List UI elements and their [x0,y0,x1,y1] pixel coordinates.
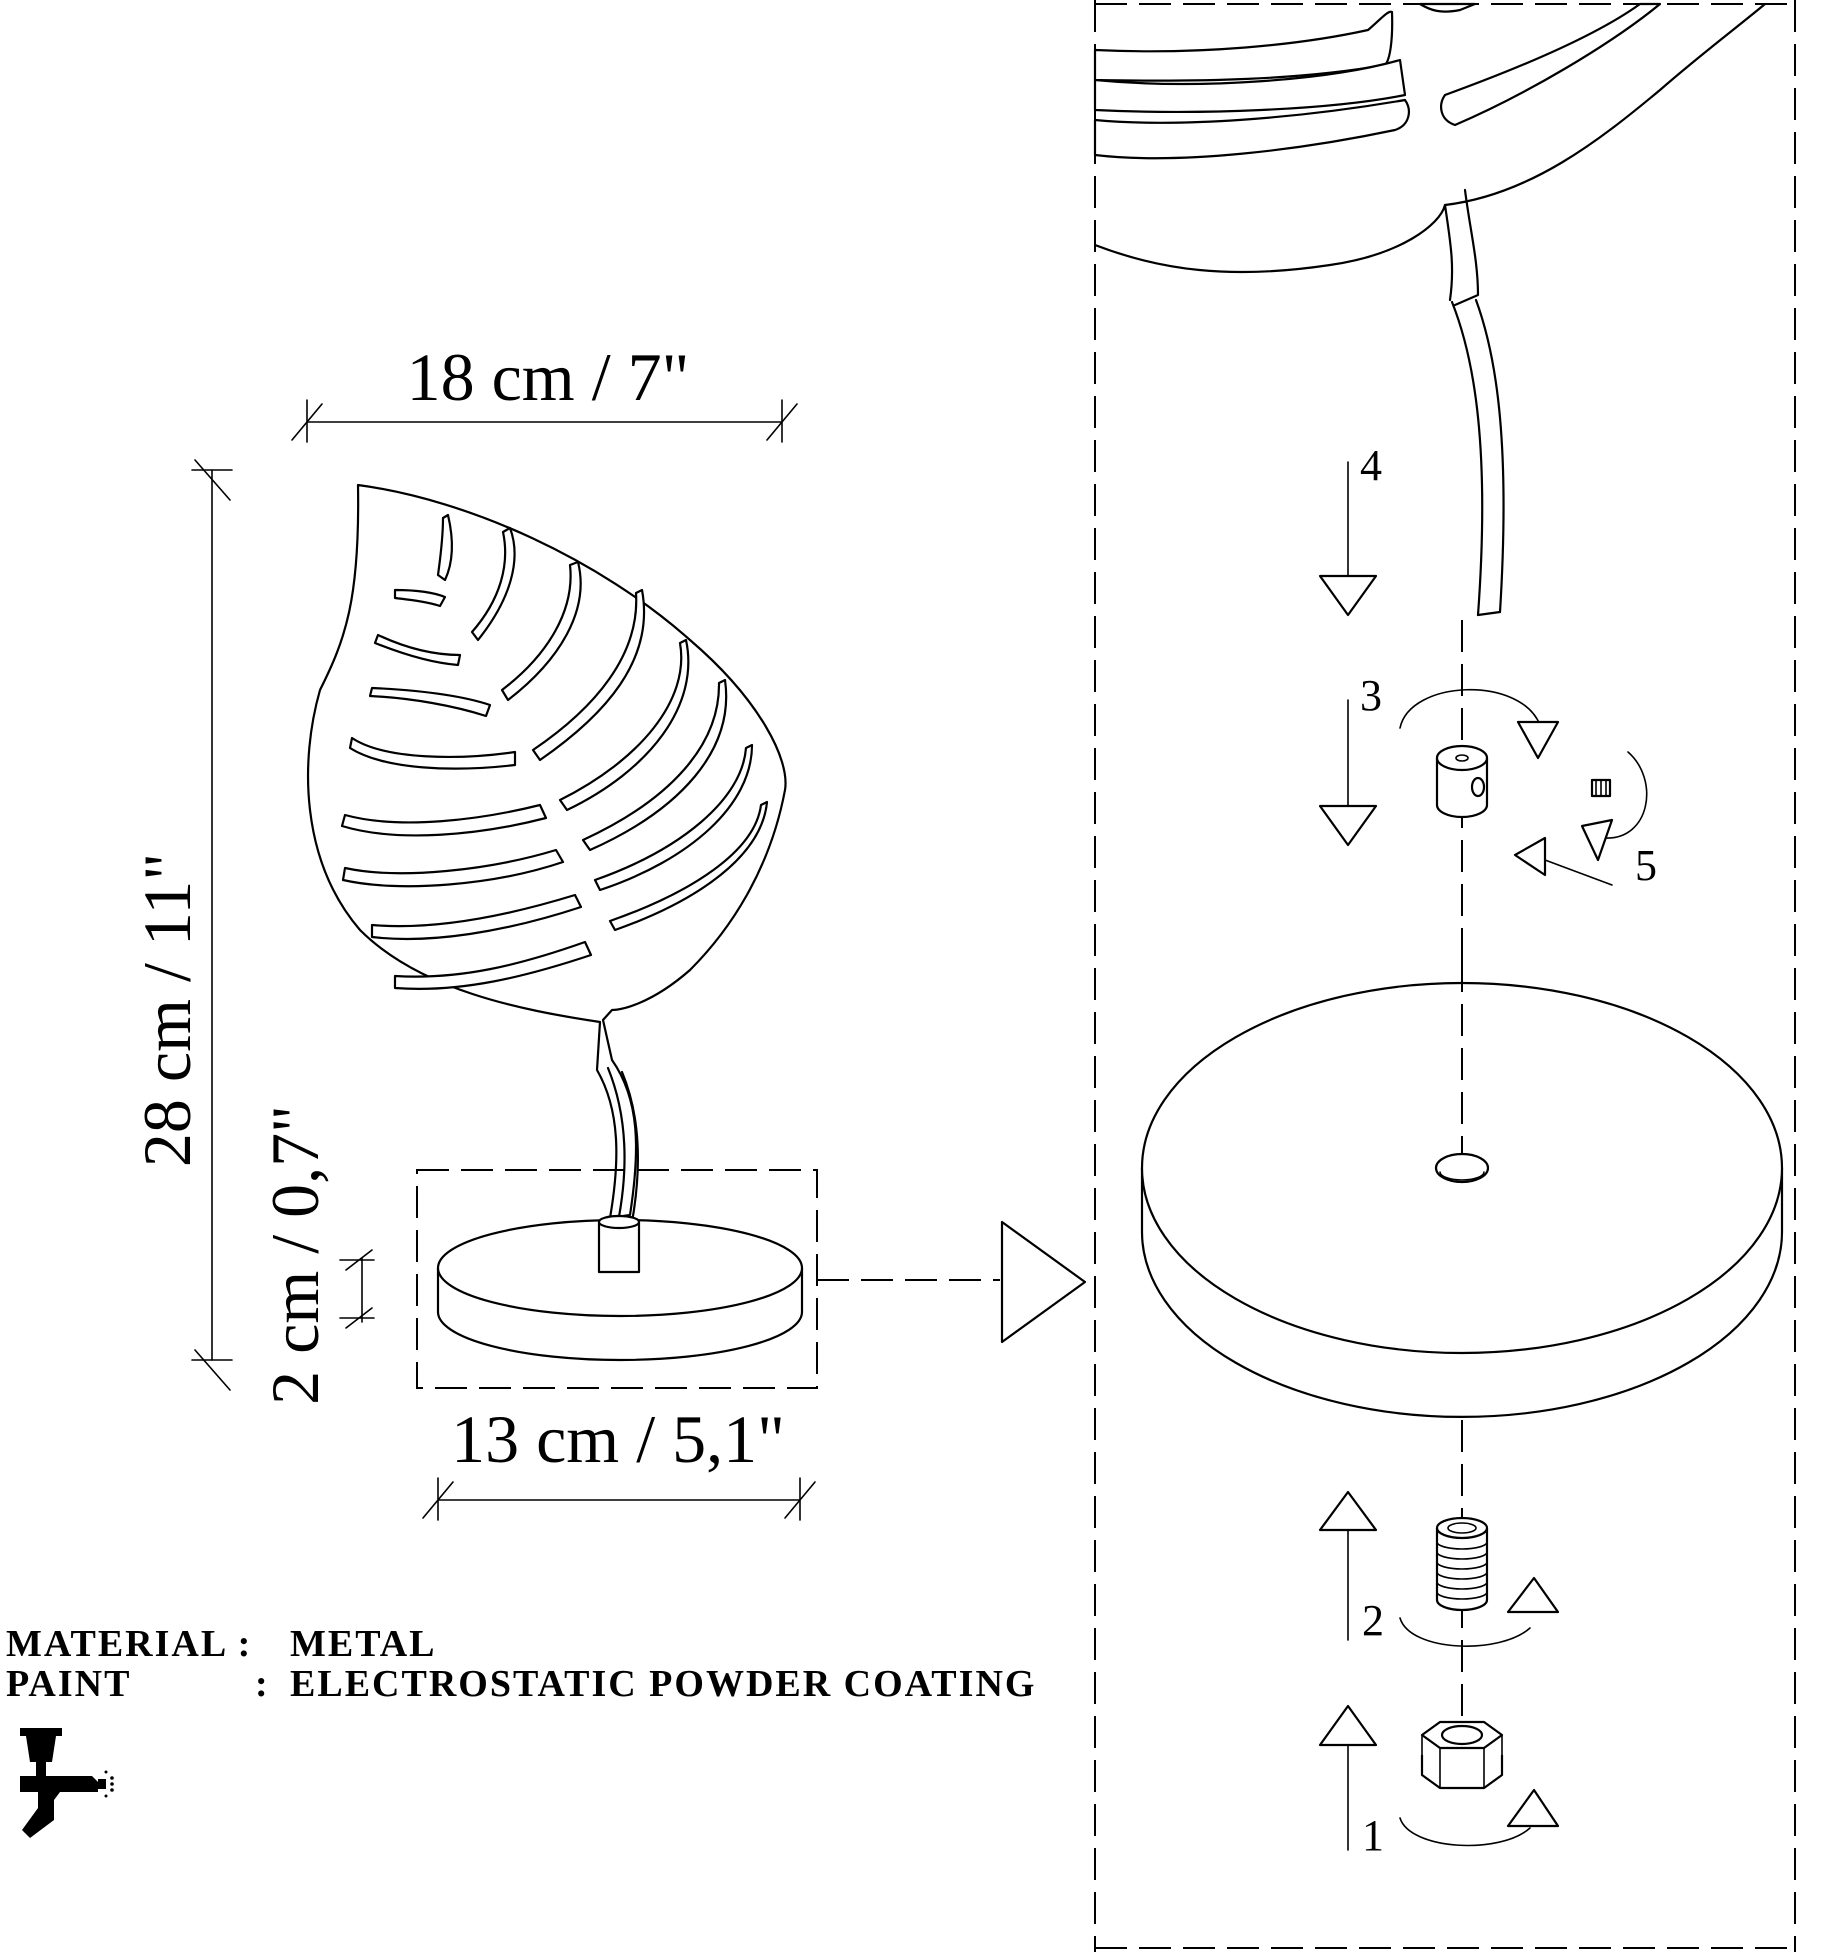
threaded-rod [1435,1516,1489,1612]
specs: MATERIAL : METAL PAINT : ELECTROSTATIC P… [6,1623,1036,1838]
grub-screw [1590,778,1612,798]
paint-label: PAINT [6,1663,131,1705]
material-value: METAL [290,1623,437,1665]
step-1: 1 [1362,1811,1384,1860]
material-label: MATERIAL : [6,1623,252,1665]
hex-nut [1420,1720,1504,1790]
paint-value: ELECTROSTATIC POWDER COATING [290,1663,1036,1705]
stem [606,1066,626,1224]
leaf-outline [306,483,787,1220]
exploded-view: 4 3 5 [1093,0,1796,1952]
dimensions: 18 cm / 7" 28 cm / 11" 2 cm / 0,7" 13 cm… [129,339,816,1521]
step-2: 2 [1362,1596,1384,1645]
leaf-slots [340,513,769,991]
step-3: 3 [1360,671,1382,720]
exploded-base [1140,960,1784,1419]
rotate-arrow-icon [1516,720,1560,760]
product-view [306,483,1087,1389]
product-base [436,1214,804,1362]
leaf-detail [1093,2,1767,617]
spray-gun-icon [20,1728,114,1838]
paint-colon: : [255,1663,270,1705]
arrow-right-icon [1000,1220,1087,1344]
step-4: 4 [1360,441,1382,490]
step-5: 5 [1635,841,1657,890]
dim-base-thickness: 2 cm / 0,7" [257,1105,333,1405]
dim-width: 18 cm / 7" [407,339,690,415]
coupling-part [1435,744,1489,819]
dim-height: 28 cm / 11" [129,853,205,1167]
dim-base-diameter: 13 cm / 5,1" [451,1401,785,1477]
